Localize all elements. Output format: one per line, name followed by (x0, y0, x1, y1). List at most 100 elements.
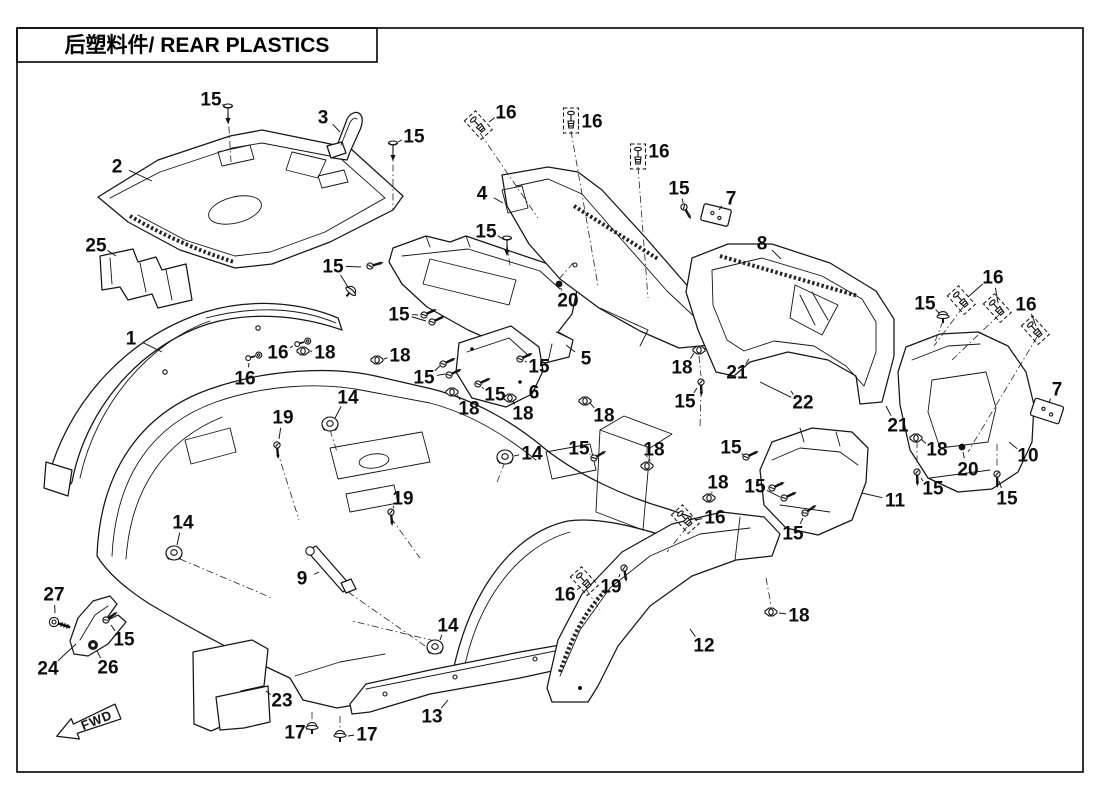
axis-line (329, 429, 338, 453)
callout-label-14: 14 (521, 444, 543, 465)
clip-icon (445, 387, 459, 397)
leader-line (383, 357, 388, 360)
callout-label-11: 11 (885, 491, 906, 512)
callout-label-17: 17 (356, 725, 377, 746)
screw-icon (780, 492, 797, 502)
leader-line (436, 373, 446, 376)
callout-label-15: 15 (484, 385, 506, 406)
pin-icon (936, 311, 950, 323)
leader-line (861, 492, 883, 499)
callout-label-15: 15 (674, 392, 696, 413)
callout-label-15: 15 (388, 305, 410, 326)
screw-icon (445, 369, 462, 379)
callout-label-8: 8 (757, 234, 768, 255)
screw-icon (742, 451, 759, 461)
leader-line (347, 734, 355, 737)
axis-line (933, 320, 944, 345)
leader-line (962, 451, 965, 459)
axis-line (276, 449, 300, 521)
callout-label-15: 15 (403, 127, 425, 148)
fwd-label: FWD (79, 707, 115, 733)
part-10-shape (897, 331, 1035, 493)
callout-label-15: 15 (113, 630, 135, 651)
leader-line (759, 381, 792, 398)
callout-label-24: 24 (37, 659, 59, 680)
callout-label-18: 18 (458, 399, 479, 420)
rivet-icon (1020, 315, 1050, 346)
axis-line (699, 389, 702, 429)
leader-line (689, 628, 696, 637)
callout-label-16: 16 (495, 103, 516, 124)
callout-label-1: 1 (126, 329, 137, 350)
callout-label-15: 15 (996, 489, 1018, 510)
axis-line (479, 132, 539, 219)
callout-label-16: 16 (648, 142, 669, 163)
axis-line (496, 461, 506, 483)
screw-icon (801, 504, 817, 517)
screw-icon (697, 378, 705, 396)
callout-label-15: 15 (200, 90, 222, 111)
leader-line (618, 573, 621, 578)
callout-label-10: 10 (1017, 446, 1038, 467)
leader-line (741, 452, 744, 456)
leader-line (589, 402, 595, 409)
callout-label-15: 15 (668, 179, 690, 200)
axis-line (179, 558, 273, 599)
part-9-shape (305, 545, 357, 594)
axis-line (347, 591, 429, 649)
part-23-shape (192, 639, 271, 732)
leader-line (488, 117, 496, 123)
leader-lines (54, 103, 1051, 737)
axis-line (698, 355, 702, 377)
callout-label-18: 18 (593, 406, 614, 427)
axis-line (558, 262, 574, 280)
callout-label-19: 19 (392, 489, 413, 510)
leader-line (440, 699, 449, 709)
grommet-icon (165, 545, 183, 561)
dot-icon (958, 443, 966, 451)
leader-line (332, 123, 341, 133)
leader-line (345, 265, 362, 268)
leader-line (340, 274, 349, 288)
dot-icon (555, 280, 563, 288)
screw-icon (439, 358, 456, 368)
callout-label-21: 21 (726, 363, 748, 384)
rivet2-icon (245, 351, 263, 362)
callout-label-15: 15 (475, 222, 497, 243)
leader-line (920, 477, 924, 482)
bolt-icon (48, 616, 71, 629)
leader-line (1048, 398, 1051, 404)
grommet-icon (426, 639, 444, 655)
callout-label-12: 12 (693, 636, 714, 657)
rivet-icon (563, 107, 579, 134)
leader-line (799, 517, 804, 525)
fwd-arrow: FWD (56, 703, 122, 740)
callout-label-16: 16 (704, 508, 725, 529)
clip-icon (692, 345, 706, 355)
axis-lines (179, 111, 1038, 730)
clip-icon (578, 396, 592, 406)
leader-line (142, 342, 163, 353)
leader-line (481, 386, 484, 390)
leader-line (397, 139, 403, 143)
screw-icon (102, 611, 118, 624)
screw-icon (420, 309, 437, 319)
part-7-shape (700, 203, 732, 227)
title-box (16, 27, 378, 63)
callout-label-16: 16 (554, 585, 575, 606)
rivet-icon (569, 566, 599, 597)
leader-line (771, 249, 782, 260)
leader-line (718, 205, 723, 211)
callout-label-16: 16 (581, 112, 602, 133)
leader-line (512, 400, 516, 405)
part-2-shape (97, 129, 404, 269)
leader-line (314, 571, 320, 575)
callout-label-14: 14 (337, 388, 359, 409)
callout-label-21: 21 (887, 416, 909, 437)
rivet-icon (670, 504, 700, 535)
leader-line (790, 390, 794, 395)
leader-line (265, 690, 271, 695)
part-8-shape (685, 243, 895, 405)
